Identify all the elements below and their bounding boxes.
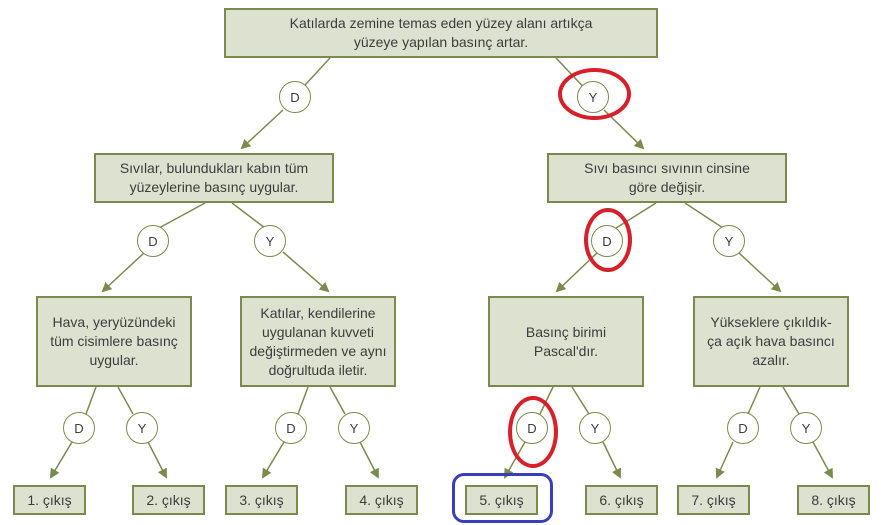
branch-circle-l2-left-d: D (137, 225, 169, 257)
branch-label: D (74, 420, 84, 436)
branch-label: Y (590, 420, 600, 436)
branch-circle-l2-left-y: Y (254, 225, 286, 257)
branch-label: D (738, 420, 748, 436)
exit-label: 4. çıkış (359, 491, 404, 508)
statement-box-l2-right: Sıvı basıncı sıvının cinsine göre değişi… (547, 153, 787, 203)
exit-box-3: 3. çıkış (225, 485, 298, 515)
statement-box-l3-2: Katılar, kendilerine uygulanan kuvveti d… (240, 296, 396, 387)
branch-circle-l3-2-d: D (275, 412, 307, 444)
branch-label: Y (265, 233, 275, 249)
exit-box-5: 5. çıkış (465, 485, 538, 515)
exit-label: 6. çıkış (599, 491, 644, 508)
exit-box-6: 6. çıkış (585, 485, 658, 515)
statement-box-l3-1: Hava, yeryüzündeki tüm cisimlere basınç … (36, 296, 192, 387)
exit-label: 7. çıkış (691, 491, 736, 508)
blue-highlight-exit-5 (452, 473, 553, 523)
branch-circle-l3-2-y: Y (338, 412, 370, 444)
branch-label: Y (137, 420, 147, 436)
exit-label: 8. çıkış (811, 491, 856, 508)
branch-circle-l3-4-y: Y (790, 412, 822, 444)
statement-box-l3-4: Yükseklere çıkıldık-ça açık hava basıncı… (693, 296, 849, 387)
statement-text: Hava, yeryüzündeki tüm cisimlere basınç … (50, 314, 178, 368)
statement-text: Yükseklere çıkıldık-ça açık hava basıncı… (707, 314, 835, 368)
red-highlight-l3-3-d (508, 396, 558, 468)
statement-box-l2-left: Sıvılar, bulundukları kabın tüm yüzeyler… (94, 153, 334, 203)
branch-label: D (286, 420, 296, 436)
exit-box-2: 2. çıkış (132, 485, 205, 515)
red-highlight-l2-right-d (584, 208, 632, 272)
exit-box-7: 7. çıkış (677, 485, 750, 515)
red-highlight-root-y (558, 68, 631, 120)
exit-label: 2. çıkış (146, 491, 191, 508)
branch-label: D (290, 89, 300, 105)
exit-label: 3. çıkış (239, 491, 284, 508)
branch-circle-l3-1-d: D (63, 412, 95, 444)
statement-text: Basınç birimi Pascal'dır. (525, 323, 607, 359)
statement-text: Katılar, kendilerine uygulanan kuvveti d… (249, 304, 387, 378)
branch-circle-root-d: D (279, 81, 311, 113)
statement-text: Sıvılar, bulundukları kabın tüm yüzeyler… (119, 160, 309, 195)
branch-label: D (148, 233, 158, 249)
branch-circle-l3-4-d: D (727, 412, 759, 444)
branch-circle-l2-right-y: Y (713, 225, 745, 257)
branch-circle-l3-1-y: Y (126, 412, 158, 444)
branch-label: Y (349, 420, 359, 436)
exit-box-8: 8. çıkış (797, 485, 870, 515)
statement-box-l3-3: Basınç birimi Pascal'dır. (488, 296, 644, 387)
exit-box-4: 4. çıkış (345, 485, 418, 515)
root-statement-box: Katılarda zemine temas eden yüzey alanı … (224, 8, 658, 58)
exit-label: 5. çıkış (479, 491, 524, 508)
exit-box-1: 1. çıkış (13, 485, 86, 515)
statement-text: Sıvı basıncı sıvının cinsine göre değişi… (584, 160, 750, 195)
exit-label: 1. çıkış (27, 491, 72, 508)
branch-circle-l3-3-y: Y (579, 412, 611, 444)
root-statement-text: Katılarda zemine temas eden yüzey alanı … (289, 15, 593, 50)
branch-label: Y (801, 420, 811, 436)
branch-label: Y (724, 233, 734, 249)
